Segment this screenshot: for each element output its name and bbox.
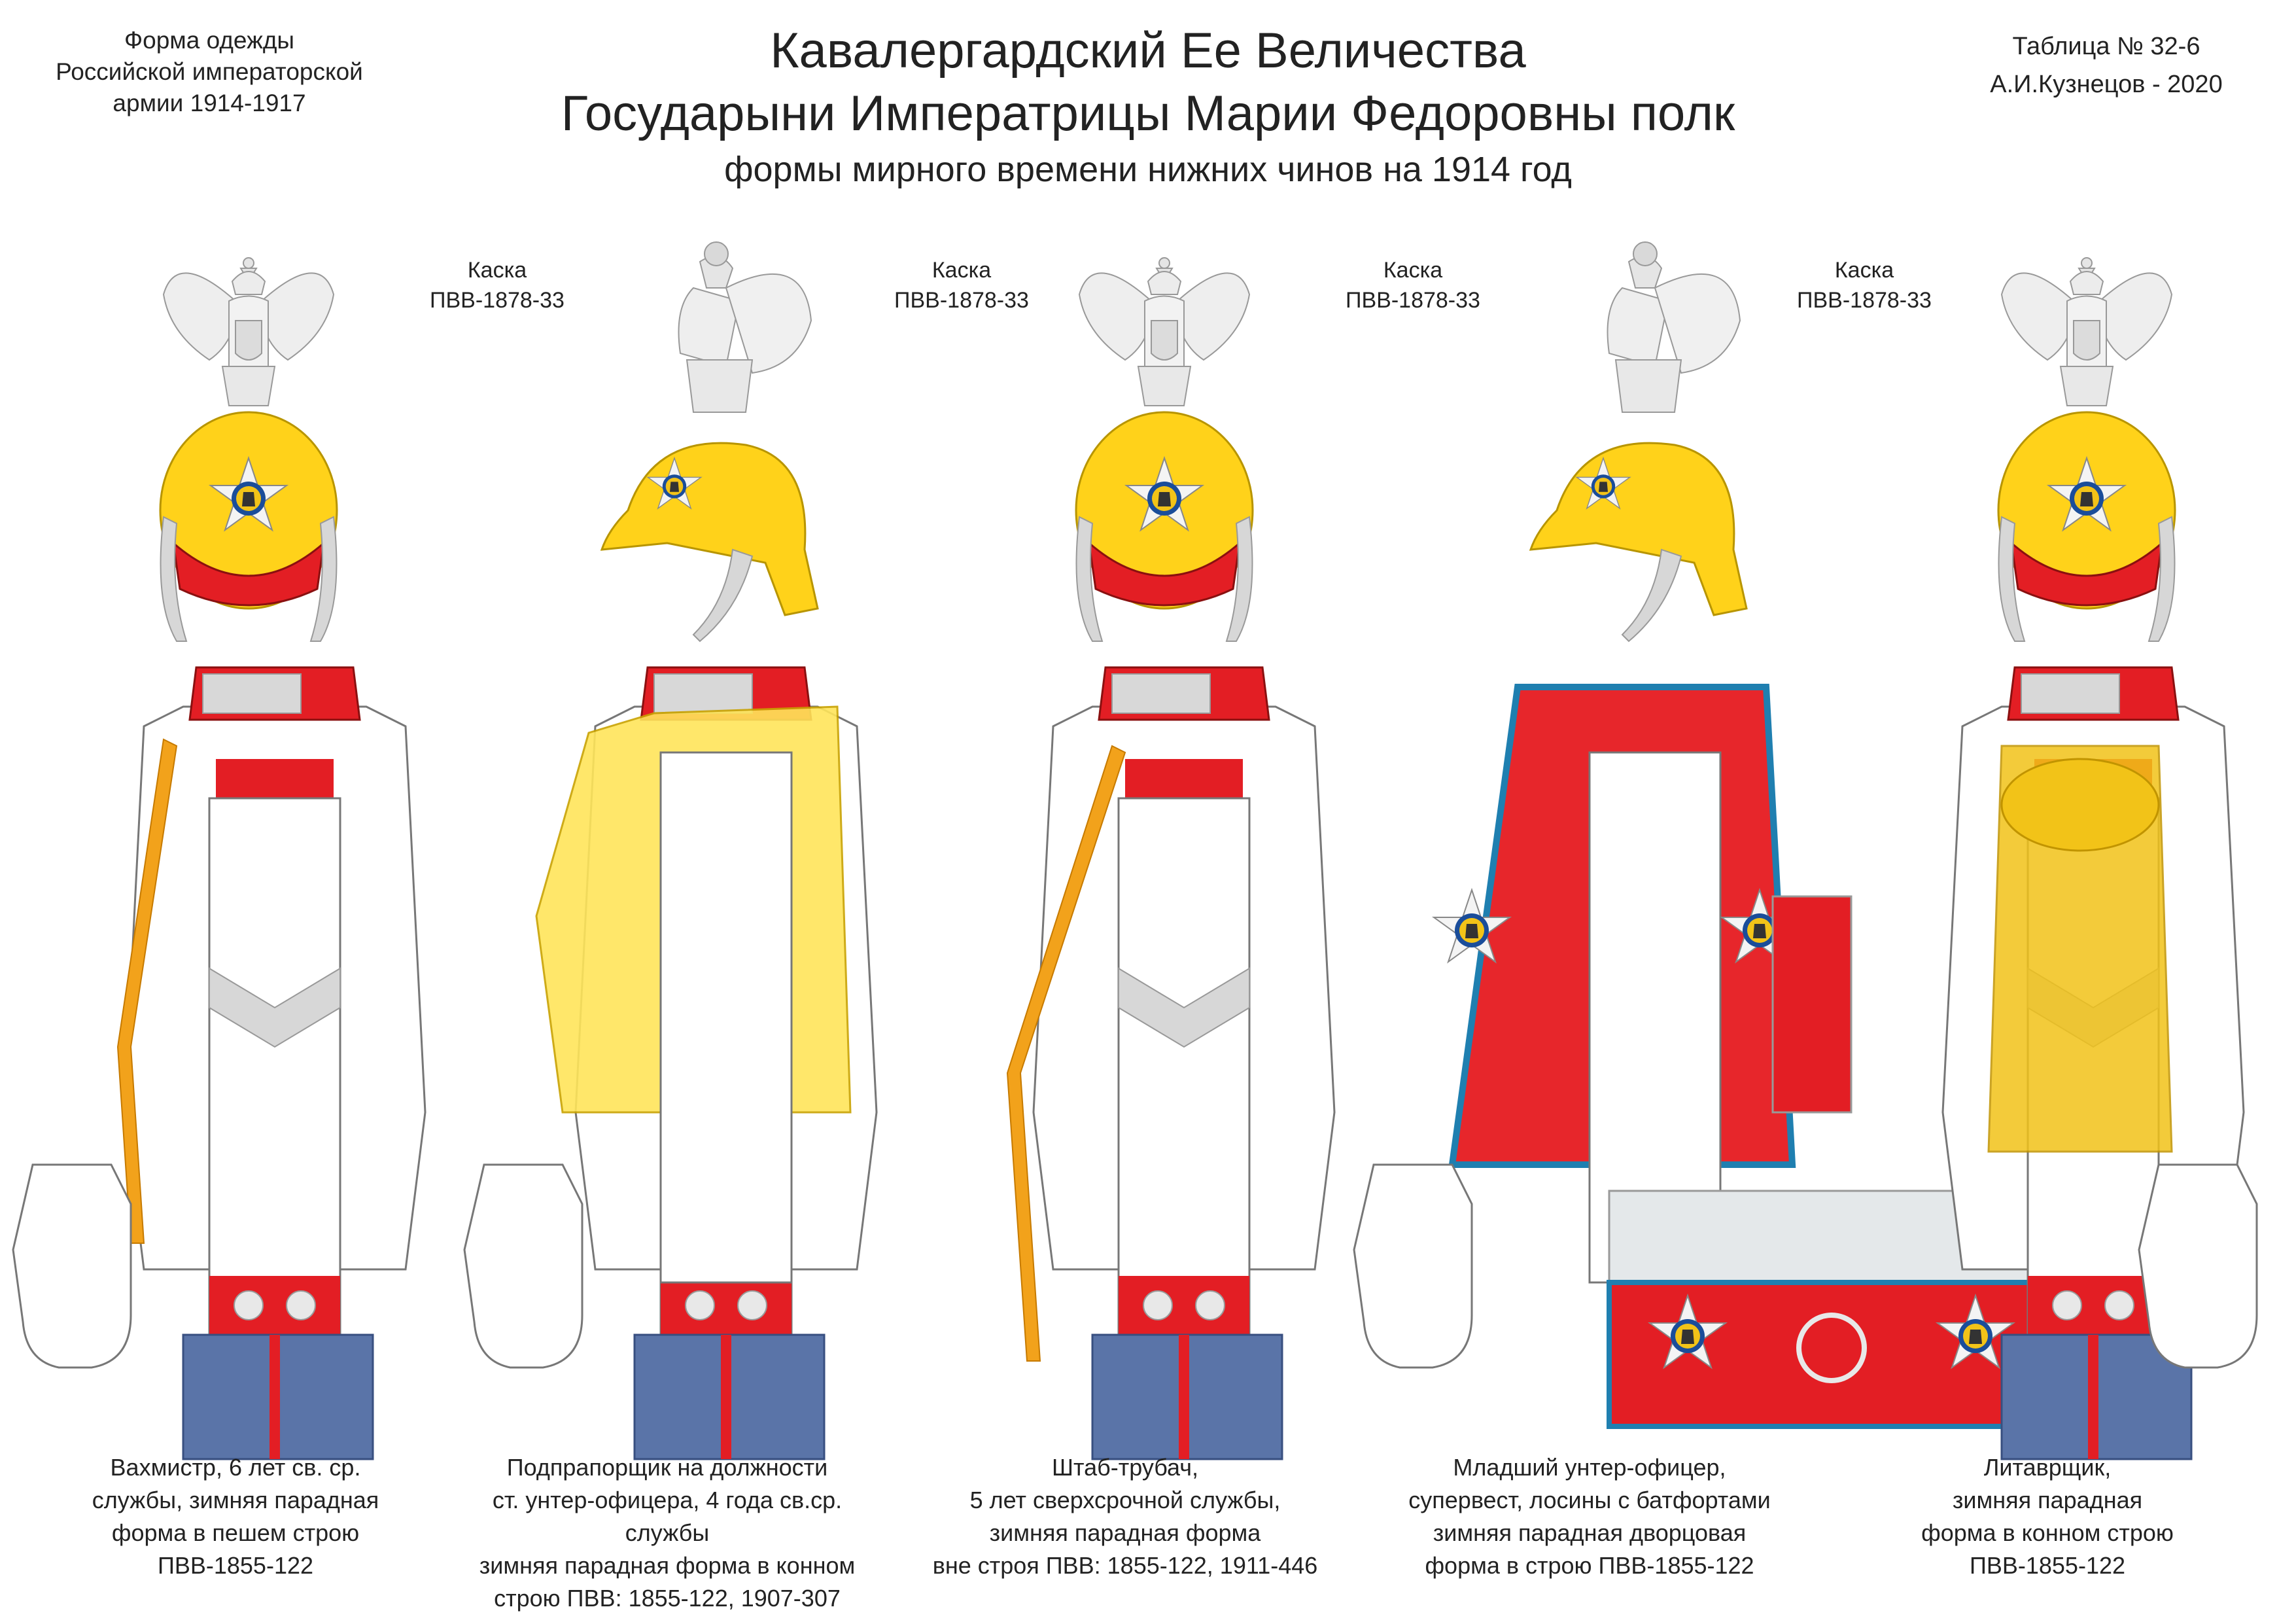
glove-white bbox=[12, 1163, 132, 1369]
series-title-line: армии 1914-1917 bbox=[113, 90, 306, 116]
helmet-label: Каска ПВВ-1878-33 bbox=[1766, 255, 1962, 315]
helmet-front bbox=[1998, 412, 2175, 641]
helmet-side bbox=[1531, 443, 1747, 641]
caption-line: ПВВ-1855-122 bbox=[157, 1552, 314, 1579]
page-subtitle: формы мирного времени нижних чинов на 19… bbox=[724, 150, 1572, 189]
glove-white bbox=[2138, 1163, 2258, 1369]
double-headed-eagle-icon bbox=[163, 257, 334, 406]
caption-line: Штаб-трубач, bbox=[1052, 1454, 1198, 1481]
helmet-label: Каска ПВВ-1878-33 bbox=[1315, 255, 1511, 315]
caption-line: Подпрапорщик на должности bbox=[506, 1454, 828, 1481]
page-title-line2: Государыни Императрицы Марии Федоровны п… bbox=[561, 86, 1735, 141]
double-headed-eagle-icon bbox=[2001, 257, 2172, 406]
caption-line: форма в строю ПВВ-1855-122 bbox=[1425, 1552, 1754, 1579]
caption-line: Младший унтер-офицер, bbox=[1453, 1454, 1726, 1481]
helmet-label-name: Каска bbox=[1834, 258, 1894, 283]
helmet-front bbox=[160, 412, 337, 641]
table-number: Таблица № 32-6 bbox=[2012, 33, 2200, 60]
helmet-label-code: ПВВ-1878-33 bbox=[430, 288, 565, 313]
caption-line: форма в конном строю bbox=[1921, 1519, 2174, 1546]
helmet-label-name: Каска bbox=[467, 258, 527, 283]
caption-line: форма в пешем строю bbox=[111, 1519, 360, 1546]
caption-line: службы, зимняя парадная bbox=[92, 1487, 379, 1513]
caption-line: строю ПВВ: 1855-122, 1907-307 bbox=[494, 1585, 841, 1612]
caption-line: зимняя парадная форма в конном bbox=[479, 1552, 856, 1579]
helmet-front bbox=[1076, 412, 1253, 641]
figure-5-litavrshchik bbox=[1941, 257, 2258, 1460]
figure-2-podpraporshchik bbox=[463, 241, 878, 1460]
caption-figure-3: Штаб-трубач, 5 лет сверхсрочной службы, … bbox=[916, 1451, 1334, 1582]
series-title-line: Российской императорской bbox=[56, 58, 363, 85]
table-reference: Таблица № 32-6 А.И.Кузнецов - 2020 bbox=[1936, 27, 2276, 103]
helmet-label-code: ПВВ-1878-33 bbox=[894, 288, 1029, 313]
caption-figure-2: Подпрапорщик на должности ст. унтер-офиц… bbox=[458, 1451, 877, 1615]
caption-figure-5: Литаврщик, зимняя парадная форма в конно… bbox=[1838, 1451, 2257, 1582]
caption-figure-1: Вахмистр, 6 лет св. ср. службы, зимняя п… bbox=[26, 1451, 445, 1582]
monogram-icon bbox=[1796, 1313, 1867, 1383]
helmet-label-name: Каска bbox=[1383, 258, 1443, 283]
helmet-side bbox=[602, 443, 818, 641]
caption-line: вне строя ПВВ: 1855-122, 1911-446 bbox=[932, 1552, 1318, 1579]
author-credit: А.И.Кузнецов - 2020 bbox=[1990, 71, 2223, 98]
helmet-label-name: Каска bbox=[931, 258, 992, 283]
series-title: Форма одежды Российской императорской ар… bbox=[26, 25, 392, 119]
tunic-white bbox=[1032, 666, 1336, 1460]
caption-line: 5 лет сверхсрочной службы, bbox=[969, 1487, 1281, 1513]
figure-1-vakhmistr bbox=[12, 257, 426, 1460]
helmet-label-code: ПВВ-1878-33 bbox=[1797, 288, 1932, 313]
glove-white bbox=[1353, 1163, 1473, 1369]
series-title-line: Форма одежды bbox=[124, 27, 295, 54]
caption-line: супервест, лосины с батфортами bbox=[1408, 1487, 1771, 1513]
caption-line: зимняя парадная форма bbox=[989, 1519, 1261, 1546]
helmet-label-code: ПВВ-1878-33 bbox=[1346, 288, 1480, 313]
caption-line: зимняя парадная дворцовая bbox=[1433, 1519, 1747, 1546]
helmet-label: Каска ПВВ-1878-33 bbox=[399, 255, 595, 315]
caption-line: ПВВ-1855-122 bbox=[1969, 1552, 2126, 1579]
eagle-side-icon bbox=[1607, 241, 1741, 413]
helmet-label: Каска ПВВ-1878-33 bbox=[863, 255, 1060, 315]
caption-figure-4: Младший унтер-офицер, супервест, лосины … bbox=[1380, 1451, 1799, 1582]
figure-3-shtab-trubach bbox=[1006, 257, 1336, 1460]
caption-line: зимняя парадная bbox=[1952, 1487, 2143, 1513]
page-title-line1: Кавалергардский Ее Величества bbox=[770, 23, 1526, 79]
caption-line: Литаврщик, bbox=[1983, 1454, 2112, 1481]
eagle-side-icon bbox=[678, 241, 812, 413]
double-headed-eagle-icon bbox=[1079, 257, 1250, 406]
caption-line: ст. унтер-офицера, 4 года св.ср. службы bbox=[492, 1487, 843, 1546]
glove-white bbox=[463, 1163, 583, 1369]
figure-4-mladshiy-unter-ofitser bbox=[1353, 241, 2057, 1429]
caption-line: Вахмистр, 6 лет св. ср. bbox=[110, 1454, 361, 1481]
